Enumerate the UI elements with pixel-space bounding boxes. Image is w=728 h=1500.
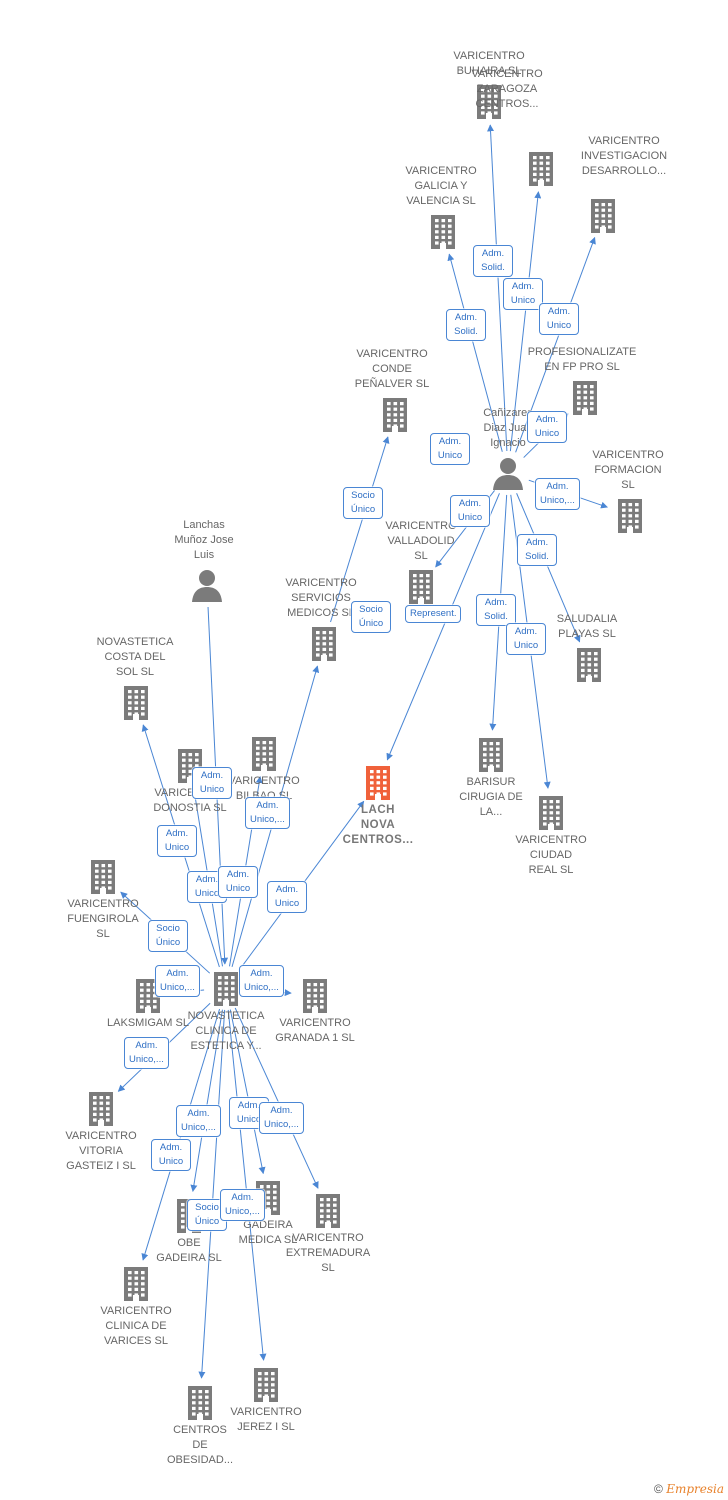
edge-novastetica_clinica-to-gadeira bbox=[229, 1009, 266, 1175]
node-label: VARICENTRO SERVICIOS MEDICOS SL bbox=[285, 577, 357, 619]
node-label: VARICENTRO CLINICA DE VARICES SL bbox=[100, 1305, 172, 1347]
building-icon[interactable] bbox=[85, 1090, 117, 1126]
relation-badge[interactable]: Adm. Unico bbox=[506, 623, 546, 655]
node-label: SALUDALIA PLAYAS SL bbox=[556, 613, 618, 640]
edge-novastetica_clinica-to-centros_obesidad bbox=[198, 1009, 226, 1379]
building-icon[interactable] bbox=[573, 646, 605, 682]
relation-badge[interactable]: Adm. Unico,... bbox=[259, 1102, 304, 1134]
building-icon[interactable] bbox=[587, 197, 619, 233]
relation-badge[interactable]: Socio Único bbox=[343, 487, 383, 519]
building-icon[interactable] bbox=[308, 625, 340, 661]
edge-canizares-to-investigacion bbox=[509, 191, 542, 452]
node-label: VARICENTRO CIUDAD REAL SL bbox=[515, 834, 587, 876]
edge-novastetica_clinica-to-extremadura bbox=[234, 1007, 319, 1189]
building-icon[interactable] bbox=[87, 858, 119, 894]
edge-novastetica_clinica-to-obe bbox=[190, 1009, 223, 1193]
building-icon[interactable] bbox=[362, 764, 394, 800]
edge-canizares-to-buhaira bbox=[487, 124, 508, 452]
node-label: VARICENTRO FUENGIROLA SL bbox=[67, 898, 139, 940]
relation-badge[interactable]: Adm. Unico,... bbox=[239, 965, 284, 997]
person-icon[interactable] bbox=[191, 567, 223, 603]
node-label: GADEIRA MEDICA SL bbox=[238, 1219, 298, 1246]
building-icon[interactable] bbox=[614, 497, 646, 533]
node-label: VARICENTRO VITORIA GASTEIZ I SL bbox=[65, 1130, 137, 1172]
brand-logo[interactable]: Empresia bbox=[666, 1482, 724, 1496]
node-label: VARICENTRO FORMACION SL bbox=[592, 449, 664, 491]
edge-canizares-to-lach bbox=[386, 493, 500, 761]
building-icon[interactable] bbox=[379, 396, 411, 432]
relation-badge[interactable]: Adm. Unico bbox=[527, 411, 567, 443]
node-label: VARICENTRO JEREZ I SL bbox=[230, 1406, 302, 1433]
building-icon[interactable] bbox=[248, 735, 280, 771]
building-icon[interactable] bbox=[184, 1384, 216, 1420]
relation-badge[interactable]: Adm. Unico bbox=[218, 866, 258, 898]
relation-badge[interactable]: Adm. Solid. bbox=[517, 534, 557, 566]
node-label: VARICENTRO ZARAGOZA CENTROS... bbox=[471, 68, 543, 110]
node-label: VARICENTRO GRANADA 1 SL bbox=[275, 1017, 355, 1044]
edge-servicios-to-conde bbox=[330, 436, 390, 623]
edge-canizares-to-saludalia bbox=[516, 493, 581, 643]
relation-badge[interactable]: Adm. Unico,... bbox=[220, 1189, 265, 1221]
building-icon[interactable] bbox=[473, 83, 505, 119]
building-icon[interactable] bbox=[535, 794, 567, 830]
node-label: Lanchas Muñoz Jose Luis bbox=[174, 519, 234, 561]
building-icon[interactable] bbox=[427, 213, 459, 249]
building-icon[interactable] bbox=[569, 379, 601, 415]
relation-badge[interactable]: Socio Único bbox=[148, 920, 188, 952]
relation-badge[interactable]: Adm. Unico bbox=[157, 825, 197, 857]
node-label: NOVASTETICA COSTA DEL SOL SL bbox=[96, 636, 174, 678]
node-label: VARICENTRO BUHAIRA SL bbox=[453, 50, 525, 77]
node-label: VARICENTRO INVESTIGACION DESARROLLO... bbox=[580, 135, 668, 177]
node-label: Cañizares Diaz Juan Ignacio bbox=[483, 407, 533, 449]
node-label: BARISUR CIRUGIA DE LA... bbox=[459, 776, 523, 818]
building-icon[interactable] bbox=[312, 1192, 344, 1228]
edge-canizares-to-galicia bbox=[447, 253, 503, 452]
node-label: PROFESIONALIZATE EN FP PRO SL bbox=[527, 346, 637, 373]
relation-badge[interactable]: Adm. Unico bbox=[539, 303, 579, 335]
copyright-symbol: © bbox=[654, 1482, 663, 1496]
edge-novastetica_clinica-to-jerez bbox=[227, 1009, 267, 1361]
node-label: VARICENTRO VALLADOLID SL bbox=[385, 520, 457, 562]
node-label: VARICENTRO CONDE PEÑALVER SL bbox=[354, 348, 430, 390]
relation-badge[interactable]: Adm. Unico bbox=[503, 278, 543, 310]
node-label: VARICENTRO EXTREMADURA SL bbox=[285, 1232, 371, 1274]
node-label: CENTROS DE OBESIDAD... bbox=[166, 1424, 234, 1466]
building-icon[interactable] bbox=[299, 977, 331, 1013]
relation-badge[interactable]: Adm. Unico,... bbox=[245, 797, 290, 829]
building-icon[interactable] bbox=[405, 568, 437, 604]
relation-badge[interactable]: Adm. Solid. bbox=[476, 594, 516, 626]
relation-badge[interactable]: Adm. Solid. bbox=[446, 309, 486, 341]
relation-badge[interactable]: Adm. Solid. bbox=[473, 245, 513, 277]
node-label: LAKSMIGAM SL bbox=[107, 1017, 189, 1029]
building-icon[interactable] bbox=[120, 684, 152, 720]
relation-badge[interactable]: Adm. Unico bbox=[192, 767, 232, 799]
footer-credit: © Empresia bbox=[654, 1482, 724, 1496]
relation-badge[interactable]: Adm. Unico,... bbox=[155, 965, 200, 997]
building-icon[interactable] bbox=[120, 1265, 152, 1301]
node-label: OBE GADEIRA SL bbox=[156, 1237, 222, 1264]
person-icon[interactable] bbox=[492, 455, 524, 491]
relation-badge[interactable]: Adm. Unico,... bbox=[535, 478, 580, 510]
node-label: LACH NOVA CENTROS... bbox=[342, 804, 414, 846]
building-icon[interactable] bbox=[475, 736, 507, 772]
building-icon[interactable] bbox=[210, 970, 242, 1006]
relation-badge[interactable]: Adm. Unico,... bbox=[176, 1105, 221, 1137]
building-icon[interactable] bbox=[132, 977, 164, 1013]
node-label: VARICENTRO GALICIA Y VALENCIA SL bbox=[405, 165, 477, 207]
relation-badge[interactable]: Adm. Unico bbox=[151, 1139, 191, 1171]
relation-badge[interactable]: Adm. Unico bbox=[267, 881, 307, 913]
building-icon[interactable] bbox=[250, 1366, 282, 1402]
node-label: NOVASTETICA CLINICA DE ESTETICA Y... bbox=[187, 1010, 265, 1052]
relation-badge[interactable]: Socio Único bbox=[351, 601, 391, 633]
relation-badge[interactable]: Represent. bbox=[405, 605, 462, 623]
building-icon[interactable] bbox=[525, 150, 557, 186]
relation-badge[interactable]: Adm. Unico bbox=[450, 495, 490, 527]
relation-badge[interactable]: Adm. Unico,... bbox=[124, 1037, 169, 1069]
relation-badge[interactable]: Adm. Unico bbox=[430, 433, 470, 465]
